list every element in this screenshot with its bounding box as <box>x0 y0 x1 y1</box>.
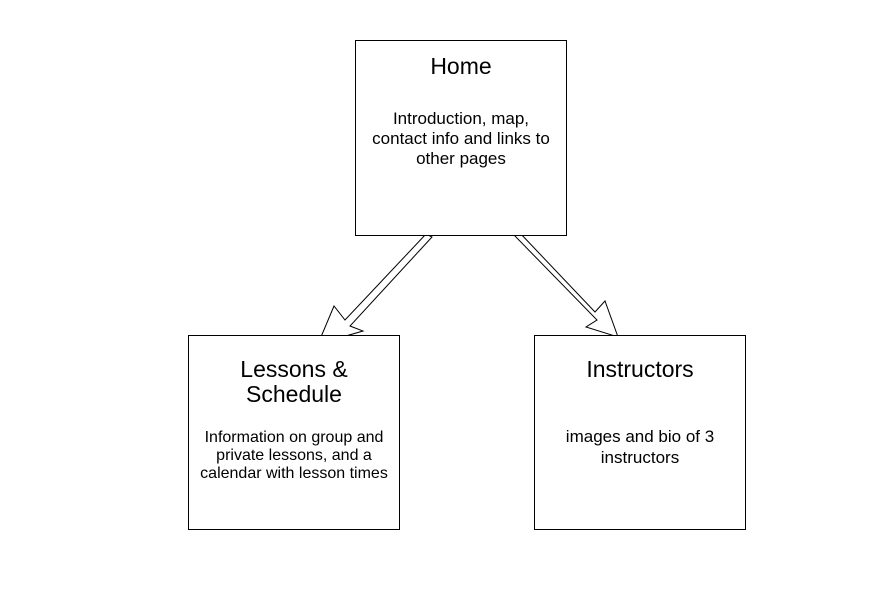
node-home: Home Introduction, map, contact info and… <box>355 40 567 236</box>
node-instructors-title: Instructors <box>586 356 694 382</box>
node-instructors: Instructors images and bio of 3 instruct… <box>534 335 746 530</box>
node-lessons-schedule: Lessons & Schedule Information on group … <box>188 335 400 530</box>
arrow-home-to-lessons <box>317 233 433 345</box>
node-lessons-title: Lessons & Schedule <box>240 356 348 407</box>
node-home-title: Home <box>430 53 492 79</box>
node-home-description: Introduction, map, contact info and link… <box>372 109 550 168</box>
arrow-home-to-instructors <box>512 231 619 338</box>
node-lessons-description: Information on group and private lessons… <box>200 429 388 482</box>
node-instructors-description: images and bio of 3 instructors <box>565 427 715 467</box>
